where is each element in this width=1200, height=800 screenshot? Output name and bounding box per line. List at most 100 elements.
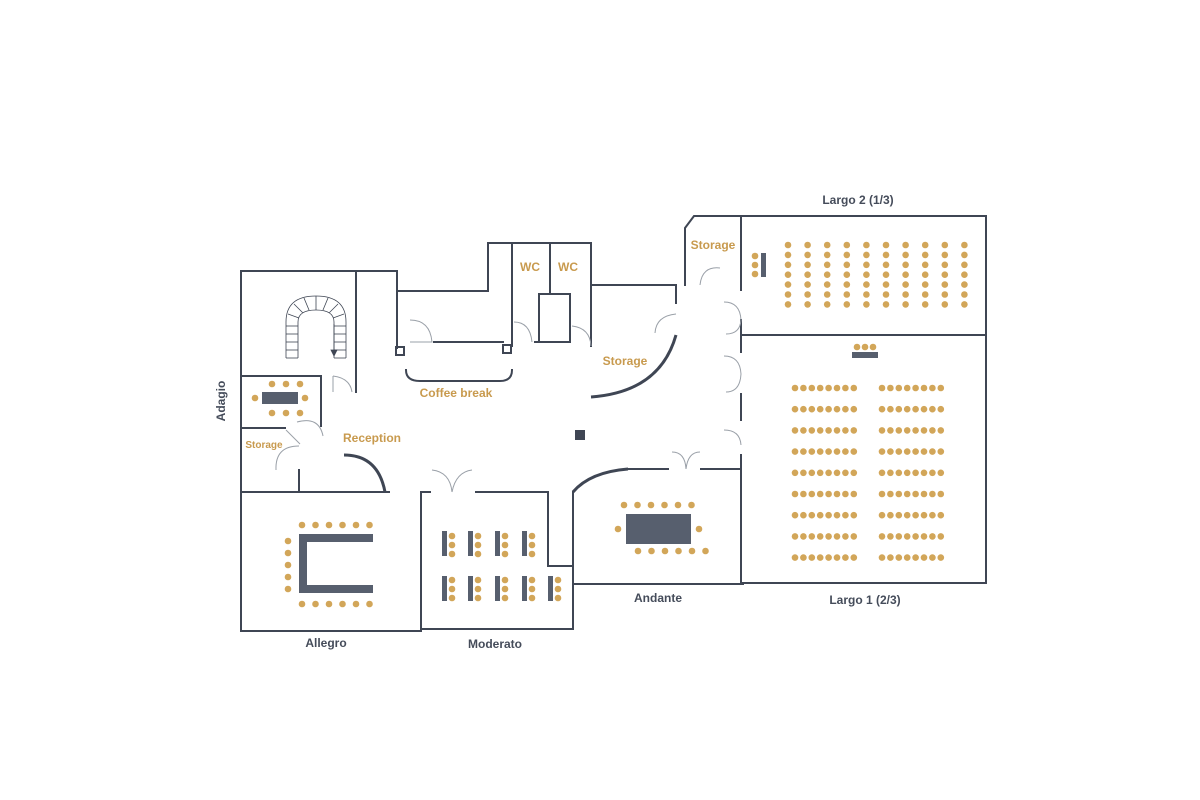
seat-icon [895, 448, 903, 455]
seat-icon [878, 533, 886, 540]
door-swing-icon [275, 267, 742, 493]
seat-icon [920, 511, 928, 519]
seat-icon [921, 261, 929, 269]
seat-icon [296, 380, 304, 388]
seat-icon [853, 343, 861, 351]
seat-icon [791, 448, 799, 455]
seat-icon [842, 427, 849, 434]
seat-icon [339, 521, 346, 529]
table-icon [442, 531, 447, 556]
seat-icon [833, 384, 841, 392]
seat-icon [887, 448, 894, 455]
seat-icon [833, 533, 841, 540]
seat-icon [878, 554, 886, 561]
seat-icon [800, 427, 807, 434]
seat-icon [808, 490, 816, 498]
table-icon [442, 576, 447, 601]
seat-icon [339, 600, 346, 608]
room-label-moderato: Moderato [468, 637, 522, 651]
seat-icon [825, 469, 832, 477]
table-icon [852, 352, 878, 358]
seat-icon [823, 251, 831, 259]
seat-icon [823, 261, 831, 269]
seat-icon [554, 576, 562, 584]
seat-icon [863, 241, 870, 249]
seat-icon [816, 511, 824, 519]
seat-icon [825, 405, 832, 413]
seat-icon [816, 427, 824, 434]
seat-icon [301, 394, 309, 402]
seat-icon [784, 251, 792, 259]
seat-icon [448, 576, 456, 584]
seat-icon [823, 291, 831, 298]
seat-icon [366, 600, 373, 608]
seat-icon [937, 427, 945, 434]
furniture [251, 241, 968, 608]
seat-icon [878, 427, 886, 434]
seat-icon [284, 537, 292, 545]
seat-icon [528, 532, 536, 540]
seat-icon [850, 448, 858, 455]
seat-icon [941, 261, 949, 269]
seat-icon [882, 251, 890, 259]
seat-icon [882, 261, 890, 269]
seat-icon [850, 384, 858, 392]
seat-icon [902, 301, 909, 308]
seat-icon [895, 427, 903, 434]
seat-icon [920, 448, 928, 455]
seat-icon [816, 448, 824, 455]
seat-icon [937, 384, 945, 392]
seat-icon [808, 533, 816, 540]
seat-icon [912, 533, 919, 540]
seat-icon [850, 405, 858, 413]
table-icon [522, 531, 527, 556]
seat-icon [882, 281, 890, 288]
seat-icon [791, 405, 799, 413]
table-icon [468, 576, 473, 601]
seat-icon [528, 541, 536, 549]
seat-icon [920, 490, 928, 498]
seat-icon [816, 469, 824, 477]
seat-icon [474, 541, 482, 549]
seat-icon [251, 394, 259, 402]
table-icon [262, 392, 298, 404]
seat-icon [791, 490, 799, 498]
seat-icon [474, 532, 482, 540]
seat-icon [634, 547, 642, 555]
seat-icon [929, 448, 936, 455]
seat-icon [878, 405, 886, 413]
seat-icon [554, 585, 562, 593]
seat-icon [903, 533, 911, 540]
seat-icon [921, 271, 929, 279]
seat-icon [912, 405, 919, 413]
seat-icon [842, 554, 849, 561]
seat-icon [474, 594, 482, 602]
seat-icon [921, 281, 929, 288]
seat-icon [620, 501, 628, 509]
seat-icon [912, 554, 919, 561]
seat-icon [921, 241, 929, 249]
seat-icon [902, 251, 909, 259]
seat-icon [296, 409, 304, 417]
table-icon [548, 576, 553, 601]
seat-icon [863, 281, 870, 288]
seat-icon [800, 448, 807, 455]
seat-icon [282, 380, 290, 388]
seat-icon [268, 380, 276, 388]
seat-icon [961, 301, 968, 308]
seat-icon [474, 550, 482, 558]
seat-icon [352, 600, 360, 608]
seat-icon [961, 291, 968, 298]
seat-icon [833, 427, 841, 434]
seat-icon [903, 427, 911, 434]
seat-icon [903, 469, 911, 477]
seat-icon [941, 291, 949, 298]
seat-icon [929, 384, 936, 392]
seat-icon [448, 585, 456, 593]
seat-icon [929, 554, 936, 561]
seat-icon [325, 521, 333, 529]
seat-icon [878, 490, 886, 498]
seat-icon [903, 490, 911, 498]
table-icon [522, 576, 527, 601]
seat-icon [614, 525, 622, 533]
